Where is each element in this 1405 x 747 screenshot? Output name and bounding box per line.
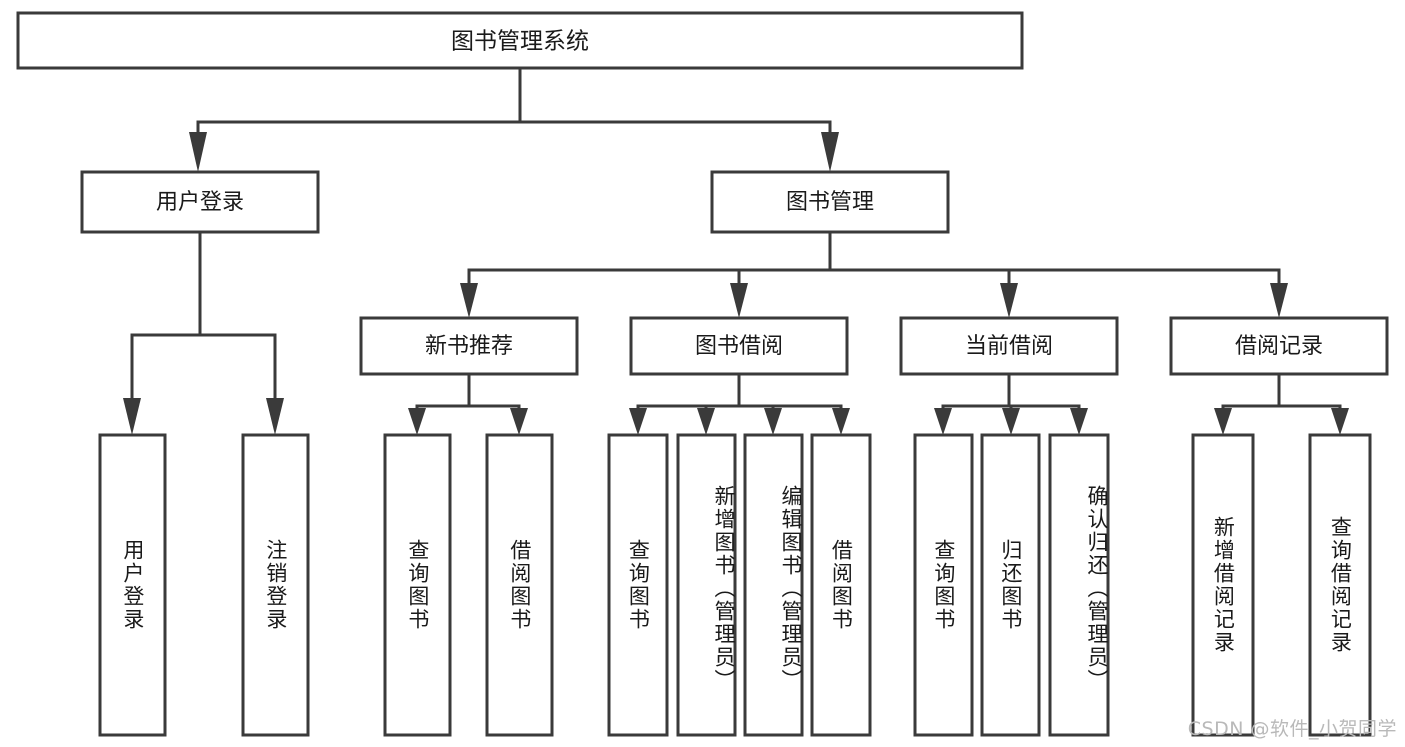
arrow-head-icon xyxy=(123,398,141,435)
connector-userlogin-to-leaves xyxy=(123,230,284,435)
leaf-rect-newbook-1[interactable] xyxy=(485,433,554,737)
node-new-book-recommend-rect[interactable] xyxy=(359,316,579,376)
arrow-head-icon xyxy=(1000,283,1018,318)
arrow-head-icon xyxy=(1214,408,1232,435)
arrow-head-icon xyxy=(510,408,528,435)
leaf-rect-borrow-3[interactable] xyxy=(810,433,872,737)
arrow-head-icon xyxy=(764,408,782,435)
node-book-borrow-label: 图书借阅 xyxy=(695,334,783,359)
node-user-login-rect[interactable] xyxy=(80,170,320,234)
node-borrow-record-label: 借阅记录 xyxy=(1235,334,1323,359)
leaf-rect-record-1[interactable] xyxy=(1308,433,1372,737)
node-current-borrow[interactable]: 当前借阅 xyxy=(899,316,1119,376)
node-new-book-recommend[interactable]: 新书推荐 xyxy=(359,316,579,376)
connector-borrow-to-leaves xyxy=(629,372,850,435)
arrow-head-icon xyxy=(408,408,426,435)
node-current-borrow-rect[interactable] xyxy=(899,316,1119,376)
arrow-head-icon xyxy=(832,408,850,435)
connector-newbook-to-leaves xyxy=(408,372,528,435)
leaf-rect-user-login-0[interactable] xyxy=(98,433,167,737)
node-book-management-label: 图书管理 xyxy=(786,190,874,215)
node-current-borrow-label: 当前借阅 xyxy=(965,334,1053,359)
arrow-head-icon xyxy=(189,132,207,172)
leaf-rect-current-1[interactable] xyxy=(980,433,1041,737)
arrow-head-icon xyxy=(821,132,839,172)
node-borrow-record-rect[interactable] xyxy=(1169,316,1389,376)
arrow-head-icon xyxy=(266,398,284,435)
arrow-head-icon xyxy=(934,408,952,435)
leaf-rect-borrow-2[interactable] xyxy=(743,433,804,737)
leaf-rect-borrow-0[interactable] xyxy=(607,433,669,737)
node-root-label: 图书管理系统 xyxy=(451,29,589,55)
arrow-head-icon xyxy=(1002,408,1020,435)
node-book-management-rect[interactable] xyxy=(710,170,950,234)
node-new-book-recommend-label: 新书推荐 xyxy=(425,334,513,359)
arrow-head-icon xyxy=(1331,408,1349,435)
connector-record-to-leaves xyxy=(1214,372,1349,435)
node-user-login[interactable]: 用户登录 xyxy=(80,170,320,234)
connector-current-to-leaves xyxy=(934,372,1088,435)
arrow-head-icon xyxy=(629,408,647,435)
leaf-rect-newbook-0[interactable] xyxy=(383,433,452,737)
arrow-head-icon xyxy=(1270,283,1288,318)
node-user-login-label: 用户登录 xyxy=(156,190,244,215)
leaf-rect-borrow-1[interactable] xyxy=(676,433,737,737)
node-root[interactable]: 图书管理系统 xyxy=(16,11,1024,70)
arrow-head-icon xyxy=(730,283,748,318)
node-book-management[interactable]: 图书管理 xyxy=(710,170,950,234)
node-book-borrow[interactable]: 图书借阅 xyxy=(629,316,849,376)
connector-bookmgmt-to-level2 xyxy=(460,230,1288,318)
node-root-rect[interactable] xyxy=(16,11,1024,70)
connector-root-to-level1 xyxy=(189,66,839,172)
leaf-rect-record-0[interactable] xyxy=(1191,433,1255,737)
leaf-rect-current-0[interactable] xyxy=(913,433,974,737)
node-borrow-record[interactable]: 借阅记录 xyxy=(1169,316,1389,376)
arrow-head-icon xyxy=(1070,408,1088,435)
leaf-rect-current-2[interactable] xyxy=(1048,433,1110,737)
node-book-borrow-rect[interactable] xyxy=(629,316,849,376)
arrow-head-icon xyxy=(460,283,478,318)
leaf-rect-user-login-1[interactable] xyxy=(241,433,310,737)
watermark-label: CSDN @软件_小贺同学 xyxy=(1187,718,1397,740)
arrow-head-icon xyxy=(697,408,715,435)
